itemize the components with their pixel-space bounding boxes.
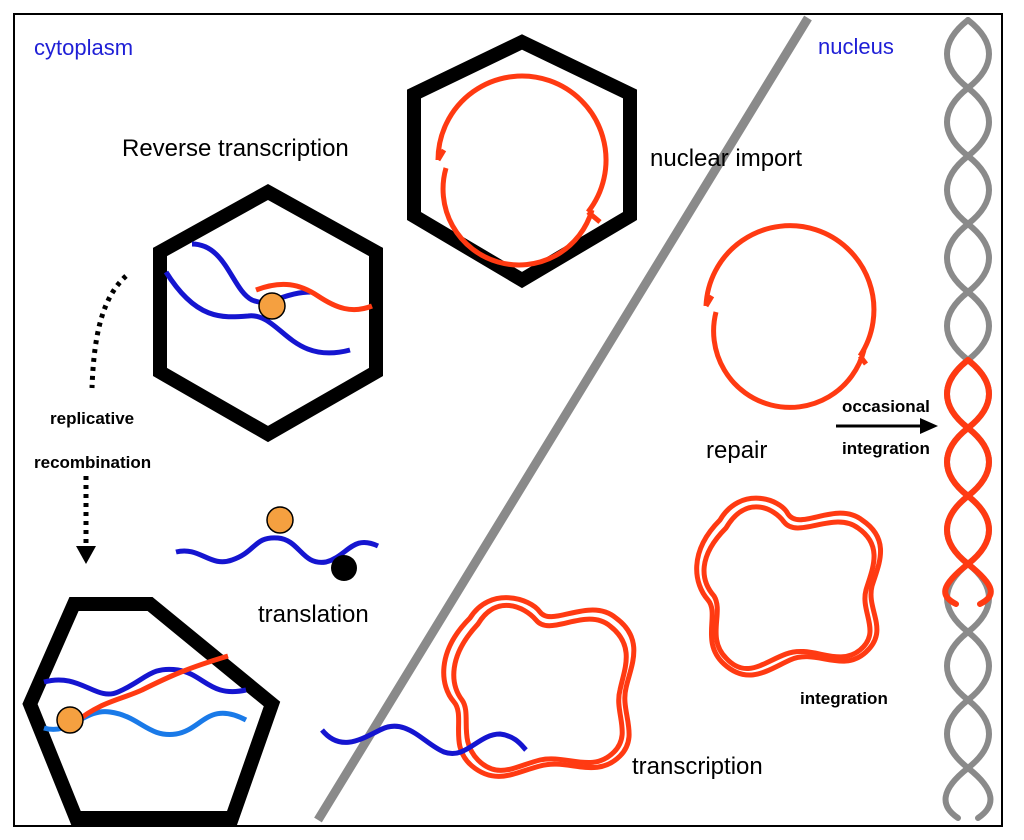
occasional-integration-arrow	[836, 418, 938, 434]
arrow-head-icon	[920, 418, 938, 434]
replicative-label: replicative	[50, 409, 134, 428]
rna-strand-top	[43, 666, 247, 697]
cytoplasm-label: cytoplasm	[34, 35, 133, 60]
rna-strand-bottom	[163, 270, 351, 356]
occasional-label: occasional	[842, 397, 930, 416]
circular-dna-outer	[435, 73, 609, 214]
circular-dna-gap	[435, 148, 602, 224]
flower-strand-a	[694, 495, 883, 678]
host-chromosome	[942, 17, 994, 821]
repair-dna-inner	[711, 311, 867, 410]
translation-label: translation	[258, 601, 369, 628]
circular-dna-inner	[440, 167, 595, 268]
dotted-arrow-icon	[89, 274, 128, 389]
arrow-head-icon	[76, 546, 96, 564]
recombination-capsid	[22, 597, 281, 825]
rna-strand-top	[191, 241, 313, 305]
nascent-dna-strand	[255, 281, 373, 313]
transcript-mrna	[320, 723, 528, 756]
reverse-transcriptase	[258, 292, 286, 320]
transcription-label: transcription	[632, 753, 763, 780]
mrna-strand	[175, 535, 380, 565]
integrated-provirus-strand-b	[942, 357, 992, 607]
integration-label: integration	[800, 689, 888, 708]
capsid-hexagon	[153, 183, 383, 443]
flower-strand-b	[701, 504, 877, 672]
protein-icon	[266, 506, 294, 534]
translation-group	[175, 506, 380, 581]
replicative-recombination-arrow	[76, 274, 128, 564]
repair-dna-gap	[703, 294, 868, 366]
flower-strand-b	[451, 603, 629, 773]
diagram-frame	[13, 13, 1003, 827]
nuclear-import-capsid	[407, 34, 637, 289]
repair-circle	[703, 223, 877, 410]
capsid-hexagon	[407, 34, 637, 289]
transcription-flower	[441, 595, 637, 779]
flower-strand-a	[441, 595, 637, 779]
integration-flower	[694, 495, 883, 678]
nascent-dna-strand	[74, 653, 229, 724]
reverse-transcription-capsid	[153, 183, 383, 443]
repair-label: repair	[706, 437, 767, 464]
ribosome-icon	[331, 555, 357, 581]
reverse-transcriptase	[56, 706, 84, 734]
reverse-transcription-label: Reverse transcription	[122, 135, 349, 162]
nucleus-label: nucleus	[818, 34, 894, 59]
occasional-integration-label: integration	[842, 439, 930, 458]
capsid-hexagon	[22, 597, 281, 825]
nuclear-import-label: nuclear import	[650, 145, 802, 172]
nuclear-membrane	[314, 15, 812, 823]
recombination-label: recombination	[34, 453, 151, 472]
repair-dna-outer	[703, 223, 877, 358]
